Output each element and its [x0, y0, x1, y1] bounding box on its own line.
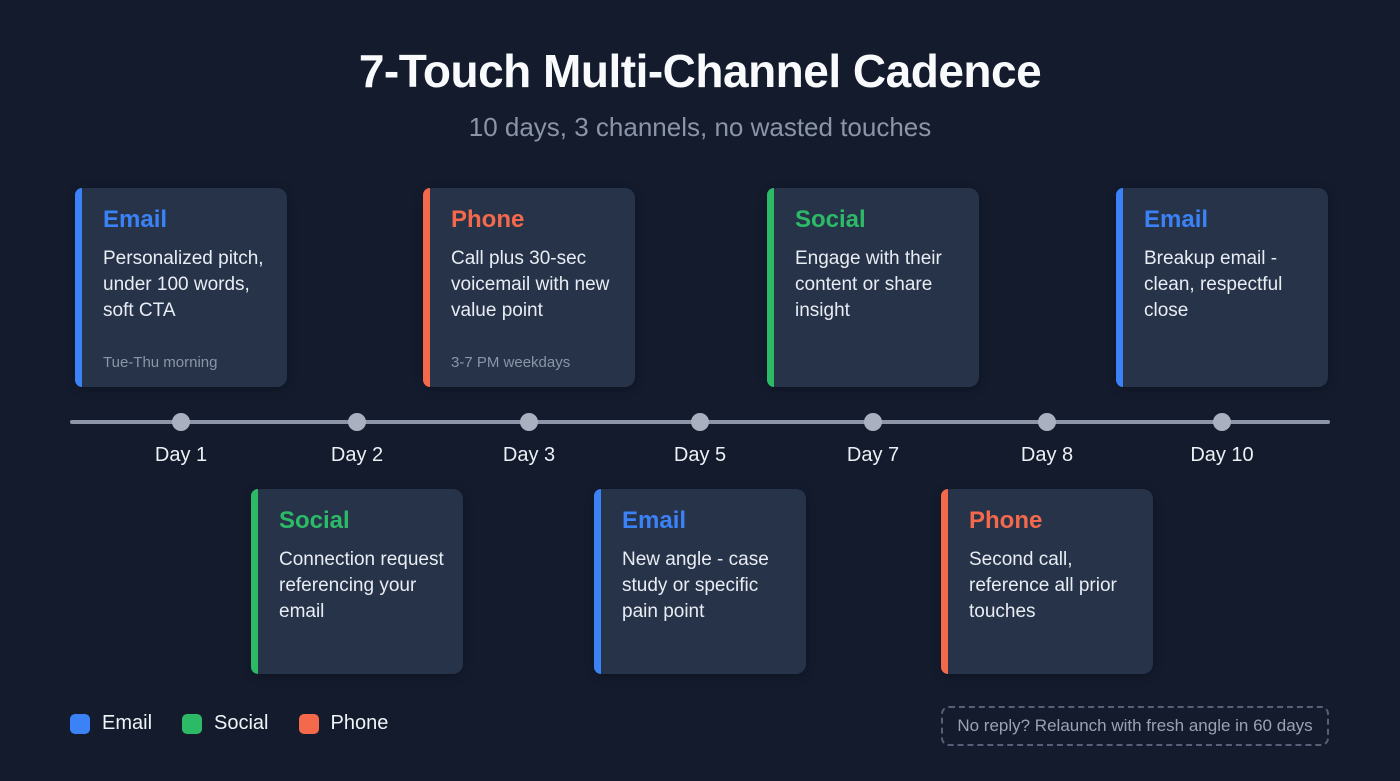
touch-description: Second call, reference all prior touches	[969, 549, 1117, 623]
timeline-dot-day3	[520, 413, 538, 431]
page-title: 7-Touch Multi-Channel Cadence	[358, 45, 1042, 97]
legend-item-social: Social	[182, 712, 269, 735]
channel-accent-bar	[251, 489, 258, 674]
touch-description: New angle - case study or specific pain …	[622, 549, 769, 623]
day-label-3: Day 3	[502, 444, 556, 466]
touch-card-day10-email: Email Breakup email - clean, respectful …	[1116, 188, 1328, 387]
social-swatch-icon	[182, 713, 203, 734]
touch-note: Tue-Thu morning	[103, 354, 218, 371]
channel-title: Email	[103, 206, 168, 233]
day-label-1: Day 1	[154, 444, 208, 466]
timeline-dot-day2	[348, 413, 366, 431]
touch-card-day2-social: Social Connection request referencing yo…	[251, 489, 463, 674]
channel-title: Email	[1144, 206, 1209, 233]
touch-card-day5-email: Email New angle - case study or specific…	[594, 489, 806, 674]
legend-item-email: Email	[70, 712, 152, 735]
timeline-dot-day1	[172, 413, 190, 431]
relaunch-note: No reply? Relaunch with fresh angle in 6…	[941, 706, 1329, 746]
timeline-dot-day10	[1213, 413, 1231, 431]
touch-note: 3-7 PM weekdays	[451, 354, 571, 371]
legend-label: Email	[102, 712, 153, 734]
touch-card-day8-phone: Phone Second call, reference all prior t…	[941, 489, 1153, 674]
touch-description: Breakup email - clean, respectful close	[1144, 248, 1283, 322]
channel-accent-bar	[1116, 188, 1123, 387]
touch-description: Personalized pitch, under 100 words, sof…	[103, 248, 264, 322]
email-swatch-icon	[70, 713, 90, 734]
touch-description: Engage with their content or share insig…	[795, 248, 942, 322]
touch-card-day1-email: Email Personalized pitch, under 100 word…	[75, 188, 287, 387]
channel-title: Email	[622, 507, 687, 534]
day-label-8: Day 8	[1020, 444, 1074, 466]
channel-title: Social	[279, 507, 350, 534]
legend: Email Social Phone	[70, 712, 388, 735]
timeline-dot-day8	[1038, 413, 1056, 431]
channel-accent-bar	[941, 489, 948, 674]
touch-description: Call plus 30-sec voicemail with new valu…	[451, 248, 610, 322]
channel-title: Social	[795, 206, 866, 233]
channel-accent-bar	[594, 489, 601, 674]
page-subtitle: 10 days, 3 channels, no wasted touches	[468, 112, 932, 142]
channel-accent-bar	[75, 188, 82, 387]
channel-accent-bar	[423, 188, 430, 387]
touch-card-day3-phone: Phone Call plus 30-sec voicemail with ne…	[423, 188, 635, 387]
timeline-dot-day5	[691, 413, 709, 431]
timeline-dot-day7	[864, 413, 882, 431]
channel-title: Phone	[451, 206, 525, 233]
touch-description: Connection request referencing your emai…	[279, 549, 444, 623]
day-label-5: Day 5	[673, 444, 727, 466]
channel-title: Phone	[969, 507, 1043, 534]
day-label-2: Day 2	[330, 444, 384, 466]
legend-item-phone: Phone	[298, 712, 389, 735]
legend-label: Phone	[330, 712, 389, 734]
legend-label: Social	[214, 712, 269, 734]
touch-card-day7-social: Social Engage with their content or shar…	[767, 188, 979, 387]
channel-accent-bar	[767, 188, 774, 387]
day-label-10: Day 10	[1190, 444, 1254, 466]
phone-swatch-icon	[298, 713, 319, 734]
day-label-7: Day 7	[846, 444, 900, 466]
